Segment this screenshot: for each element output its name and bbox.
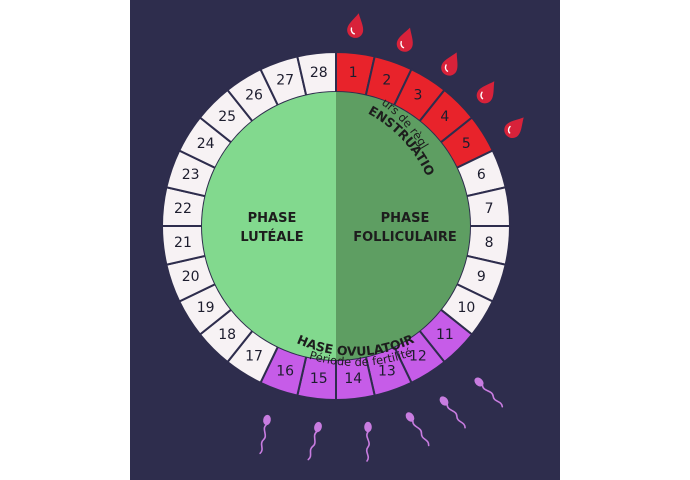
day-number-20: 20 [182, 269, 200, 285]
blood-drops [347, 13, 524, 139]
day-number-22: 22 [174, 201, 192, 217]
blood-drop-icon [396, 27, 413, 52]
day-number-18: 18 [218, 327, 236, 343]
day-number-17: 17 [245, 348, 263, 364]
day-number-9: 9 [477, 269, 486, 285]
blood-drop-icon [347, 13, 364, 38]
sperm-icon [307, 421, 322, 461]
blood-drop-icon [504, 117, 524, 139]
sperm-icon [405, 412, 430, 447]
day-number-16: 16 [276, 363, 294, 379]
day-number-12: 12 [409, 348, 427, 364]
day-number-1: 1 [349, 65, 358, 81]
sperm-icon [439, 396, 466, 429]
day-number-28: 28 [310, 65, 328, 81]
day-number-24: 24 [197, 136, 215, 152]
luteal-phase-label-line1: PHASE [248, 211, 297, 226]
blood-drop-icon [441, 52, 458, 76]
luteal-phase-half [202, 92, 336, 360]
follicular-phase-label-line2: FOLLICULAIRE [353, 230, 457, 245]
day-number-5: 5 [462, 136, 471, 152]
day-number-7: 7 [485, 201, 494, 217]
day-number-21: 21 [174, 235, 192, 251]
day-number-4: 4 [440, 109, 449, 125]
day-number-6: 6 [477, 167, 486, 183]
luteal-phase-label-line2: LUTÉALE [240, 229, 303, 245]
day-number-19: 19 [197, 300, 215, 316]
day-number-3: 3 [413, 88, 422, 104]
day-number-25: 25 [218, 109, 236, 125]
day-number-2: 2 [382, 73, 391, 89]
day-number-23: 23 [182, 167, 200, 183]
day-number-10: 10 [457, 300, 475, 316]
follicular-phase-half [336, 92, 470, 360]
day-number-13: 13 [378, 363, 396, 379]
day-number-14: 14 [344, 371, 362, 387]
sperm-icon [474, 377, 504, 408]
follicular-phase-label-line1: PHASE [381, 211, 430, 226]
blood-drop-icon [476, 81, 495, 104]
sperm-icons [259, 377, 504, 462]
day-number-27: 27 [276, 73, 294, 89]
sperm-icon [364, 421, 372, 462]
day-number-26: 26 [245, 88, 263, 104]
day-number-8: 8 [485, 235, 494, 251]
day-number-15: 15 [310, 371, 328, 387]
sperm-icon [259, 414, 271, 455]
day-number-11: 11 [436, 327, 454, 343]
